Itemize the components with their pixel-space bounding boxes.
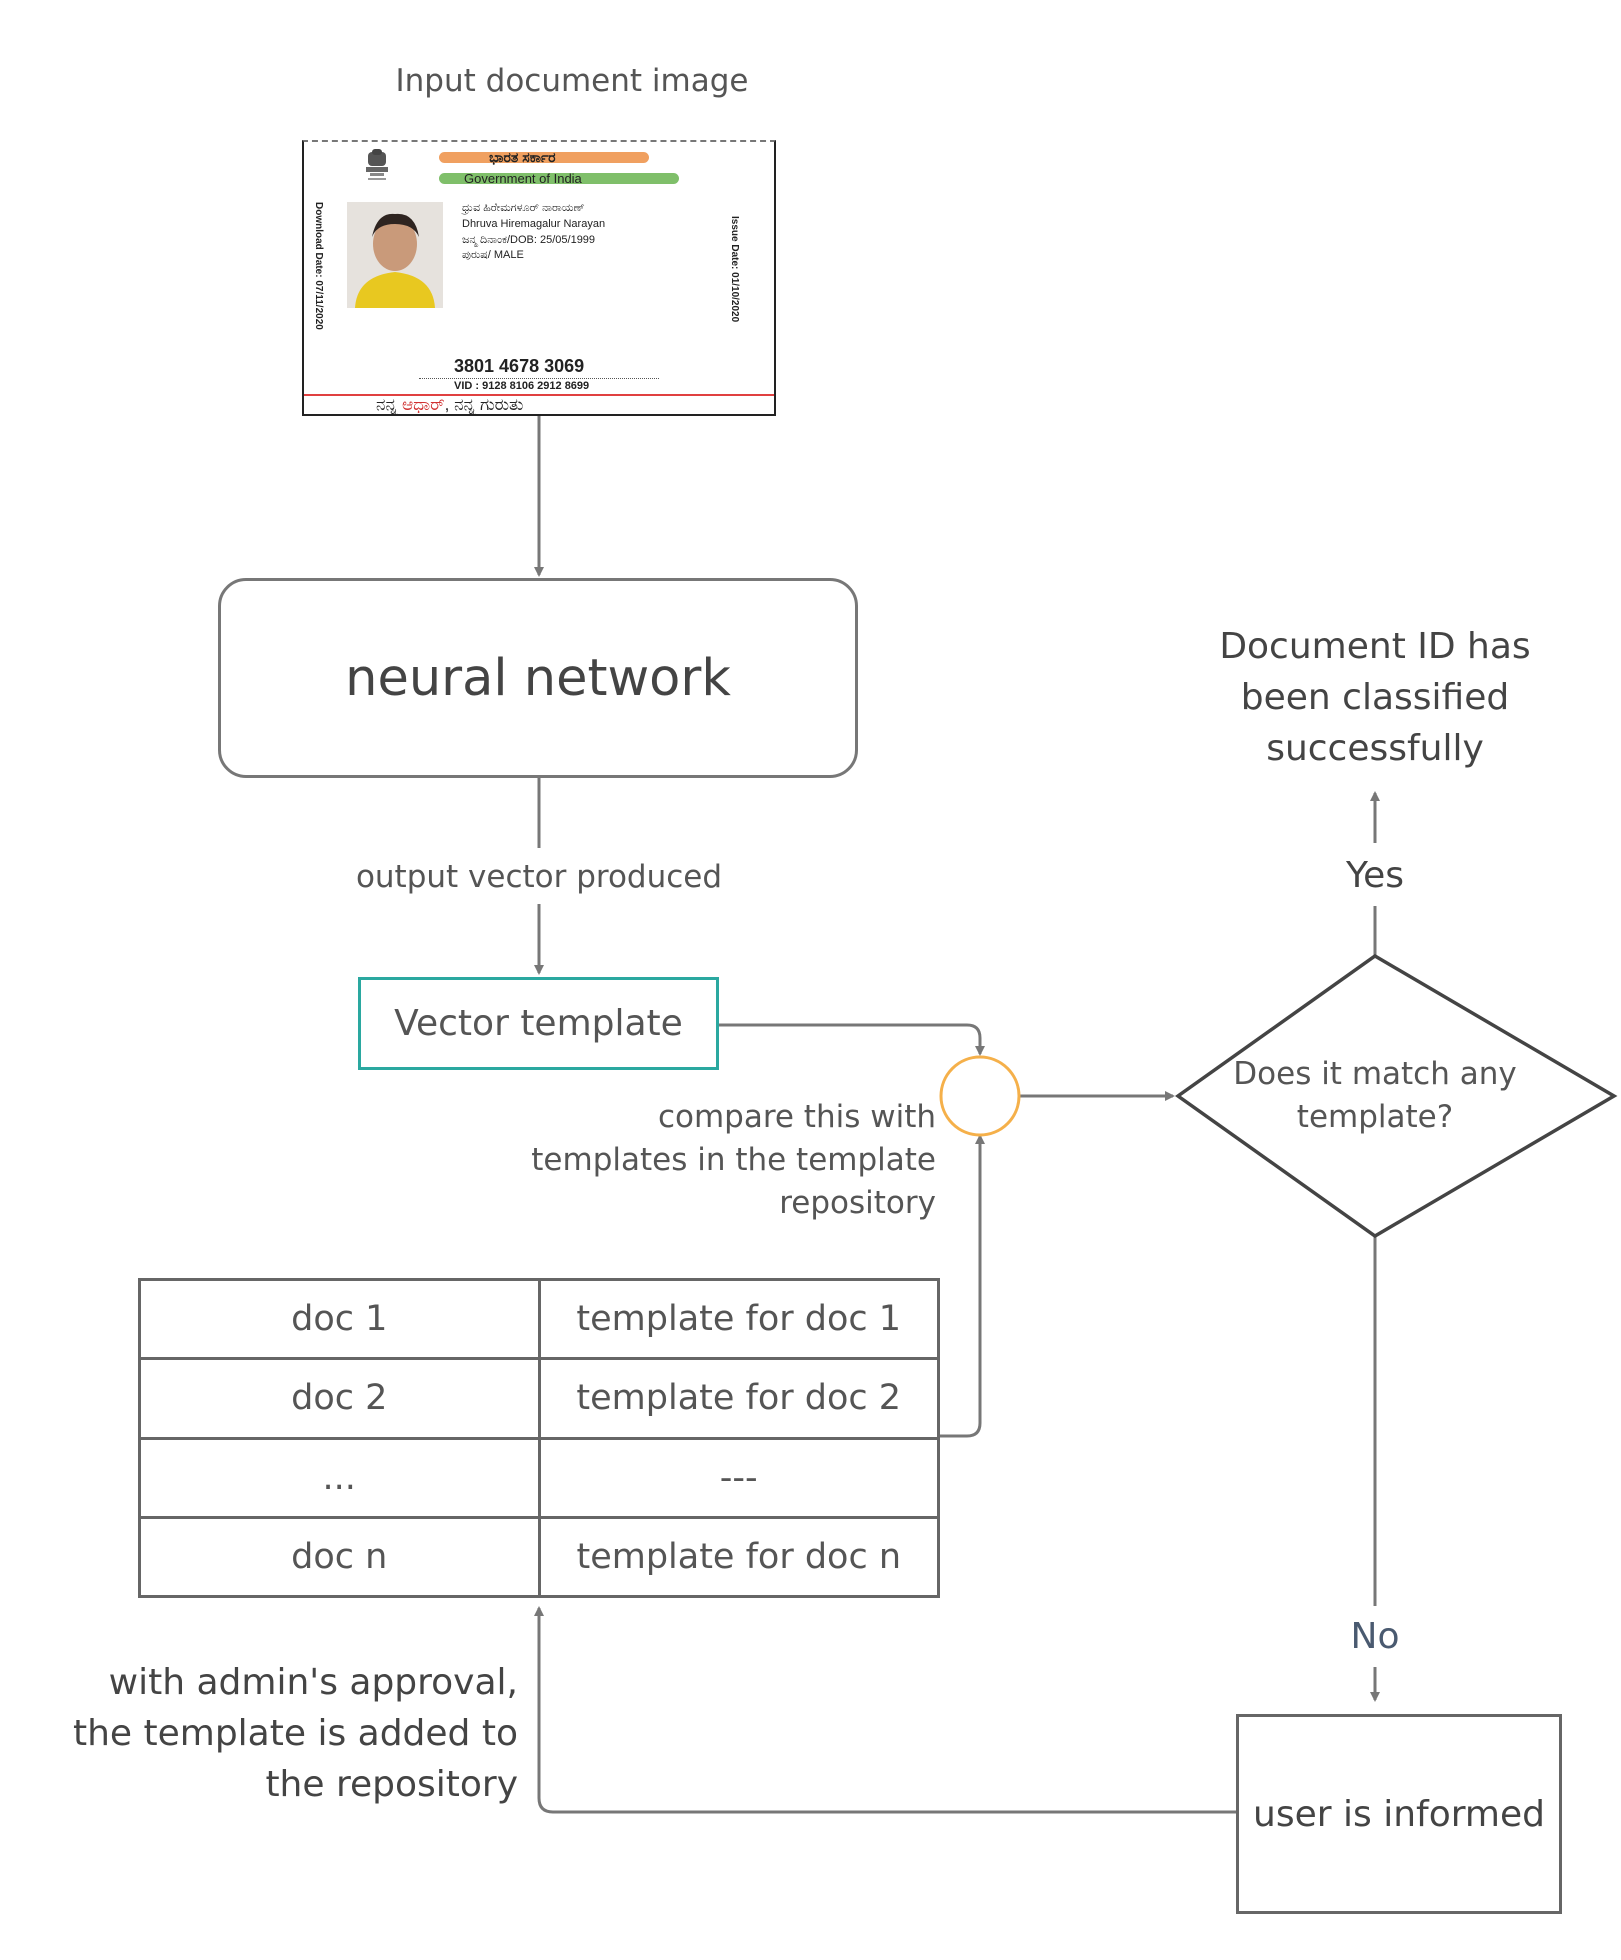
neural-network-node: neural network [218, 578, 858, 778]
compare-label: compare this with templates in the templ… [480, 1096, 936, 1225]
edge-user-to-repository [534, 1606, 1236, 1814]
green-band [439, 173, 679, 184]
national-emblem-icon [362, 148, 392, 184]
card-issue-date: Issue Date: 01/10/2020 [729, 216, 740, 323]
table-row: doc 1 template for doc 1 [138, 1277, 940, 1361]
doc-name-cell: doc 2 [138, 1357, 541, 1440]
card-name: Dhruva Hiremagalur Narayan [462, 218, 606, 230]
no-label: No [1350, 1616, 1400, 1657]
vector-template-label: Vector template [394, 1003, 683, 1044]
card-footer-part1: ನನ್ನ [376, 395, 402, 414]
compare-label-line-2: templates in the template [531, 1142, 936, 1178]
success-label-line-2: been classified [1240, 677, 1510, 718]
doc-name-cell: doc n [138, 1515, 541, 1599]
doc-name-cell: ... [138, 1436, 541, 1519]
decision-diamond [1174, 953, 1618, 1239]
card-dob: ಜನ್ಮ ದಿನಾಂಕ/DOB: 25/05/1999 [462, 234, 596, 246]
input-document-label: Input document image [395, 63, 749, 99]
template-repository-table: doc 1 template for doc 1 doc 2 template … [138, 1277, 940, 1599]
decision-label: Does it match any template? [1200, 1053, 1550, 1139]
card-footer-aadhaar: ಆಧಾರ್ [401, 395, 445, 414]
output-vector-label: output vector produced [355, 859, 723, 895]
edge-repository-to-junction [940, 1134, 985, 1438]
approval-label-line-2: the template is added to [72, 1713, 518, 1754]
saffron-band [439, 152, 649, 163]
card-name-regional: ಧ್ರುವ ಹಿರೇಮಗಳೂರ್ ನಾರಾಯಣ್ [462, 202, 585, 214]
template-cell: template for doc n [537, 1515, 940, 1599]
card-gender: ಪುರುಷ/ MALE [462, 249, 524, 261]
card-vid: VID : 9128 8106 2912 8699 [454, 380, 590, 392]
card-vid-rule [419, 378, 659, 379]
card-header-english: Government of India [464, 171, 582, 186]
approval-label-line-1: with admin's approval, [108, 1662, 518, 1703]
card-footer-part3: , ನನ್ನ ಗುರುತು [444, 395, 524, 414]
decision-label-line-1: Does it match any [1233, 1056, 1517, 1092]
vector-template-node: Vector template [358, 977, 719, 1070]
portrait-photo [347, 202, 443, 308]
template-cell: template for doc 2 [537, 1357, 940, 1440]
input-document-image: ಭಾರತ ಸರ್ಕಾರ Government of India Download… [302, 140, 776, 416]
card-red-rule [304, 394, 774, 396]
card-header-regional: ಭಾರತ ಸರ್ಕಾರ [489, 149, 556, 165]
compare-junction [939, 1055, 1021, 1137]
compare-label-line-1: compare this with [657, 1099, 936, 1135]
card-number: 3801 4678 3069 [454, 356, 585, 376]
template-cell: --- [537, 1436, 940, 1519]
table-row: doc 2 template for doc 2 [138, 1357, 940, 1440]
yes-label: Yes [1345, 855, 1405, 896]
card-download-date: Download Date: 07/11/2020 [313, 202, 324, 330]
success-label: Document ID has been classified successf… [1155, 621, 1595, 774]
table-row: doc n template for doc n [138, 1515, 940, 1599]
table-row: ... --- [138, 1436, 940, 1519]
edge-vector-to-junction [719, 1023, 985, 1056]
decision-label-line-2: template? [1296, 1099, 1454, 1135]
template-cell: template for doc 1 [537, 1277, 940, 1361]
card-footer-slogan: ನನ್ನ ಆಧಾರ್, ನನ್ನ ಗುರುತು [376, 395, 524, 414]
approval-label: with admin's approval, the template is a… [60, 1657, 518, 1810]
approval-label-line-3: the repository [265, 1764, 518, 1805]
user-informed-label: user is informed [1253, 1793, 1545, 1835]
neural-network-label: neural network [345, 648, 731, 708]
user-informed-node: user is informed [1236, 1714, 1562, 1914]
success-label-line-3: successfully [1266, 728, 1484, 769]
compare-label-line-3: repository [779, 1185, 936, 1221]
success-label-line-1: Document ID has [1219, 626, 1531, 667]
doc-name-cell: doc 1 [138, 1277, 541, 1361]
